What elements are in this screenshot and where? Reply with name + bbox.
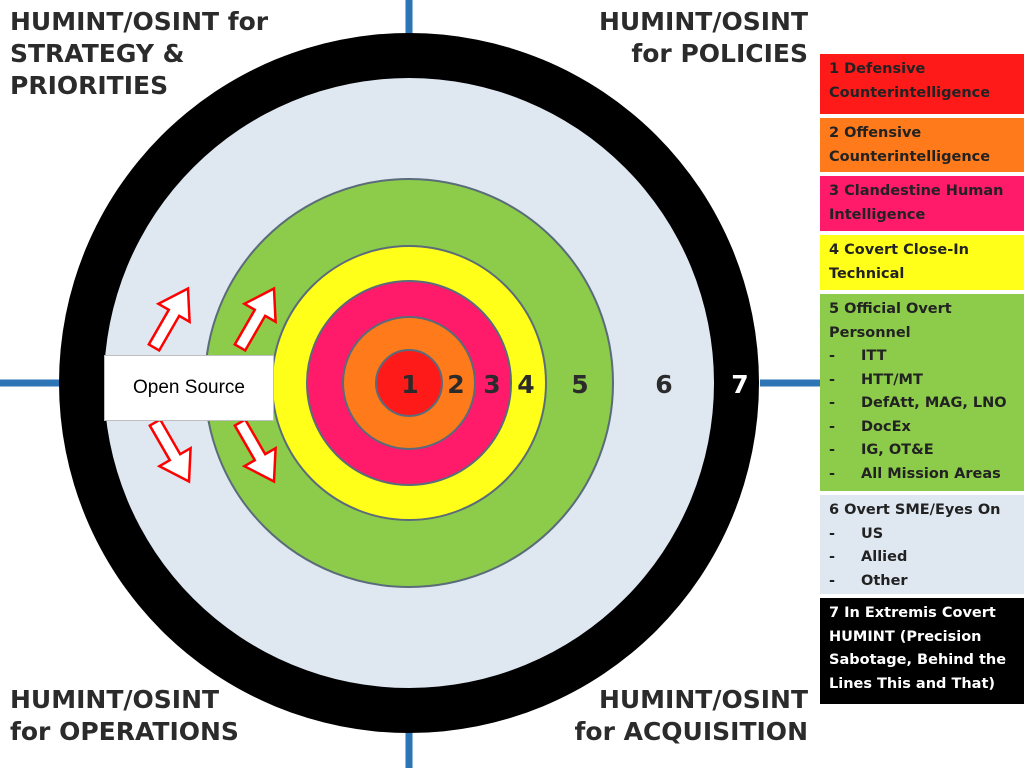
legend-subitem-label: Allied — [861, 549, 908, 565]
legend-item-title: 1 Defensive Counterintelligence — [829, 61, 991, 101]
legend-subitem-label: Other — [861, 572, 908, 589]
ring-number-5: 5 — [571, 370, 588, 399]
legend-item-7: 7 In Extremis Covert HUMINT (Precision S… — [820, 598, 1024, 704]
dash: - — [829, 442, 836, 458]
corner-label-operations: HUMINT/OSINT for OPERATIONS — [10, 685, 239, 746]
legend-subitem: - US — [829, 523, 1018, 547]
corner-label-strategy: HUMINT/OSINT for STRATEGY & PRIORITIES — [10, 7, 269, 100]
dash: - — [829, 395, 836, 411]
legend-item-title: 5 Official Overt Personnel — [829, 301, 952, 341]
legend-subitem: - Allied — [829, 546, 1018, 570]
ring-number-4: 4 — [517, 370, 534, 399]
dash: - — [829, 465, 836, 482]
dash: - — [829, 348, 836, 364]
legend-subitem: - ITT — [829, 345, 1018, 369]
legend-item-title: 2 Offensive Counterintelligence — [829, 125, 991, 165]
ring-number-2: 2 — [447, 370, 464, 399]
legend-subitem: - DefAtt, MAG, LNO — [829, 392, 1018, 416]
legend-item-4: 4 Covert Close-In Technical — [820, 235, 1024, 290]
ring-number-3: 3 — [483, 370, 500, 399]
legend-item-2: 2 Offensive Counterintelligence — [820, 118, 1024, 172]
legend-subitem-label: DefAtt, MAG, LNO — [861, 395, 1007, 411]
legend-subitem: - IG, OT&E — [829, 439, 1018, 463]
ring-number-6: 6 — [655, 370, 672, 399]
legend-item-title: 3 Clandestine Human Intelligence — [829, 183, 1004, 223]
legend-subitem: - DocEx — [829, 416, 1018, 440]
dash: - — [829, 418, 836, 435]
legend-subitem: - HTT/MT — [829, 369, 1018, 393]
legend-item-6: 6 Overt SME/Eyes On - US - Allied - Other — [820, 495, 1024, 594]
legend-item-3: 3 Clandestine Human Intelligence — [820, 176, 1024, 231]
legend-subitem: - All Mission Areas — [829, 463, 1018, 487]
open-source-label: Open Source — [104, 355, 274, 421]
dash: - — [829, 549, 836, 565]
legend-subitem-label: DocEx — [861, 418, 911, 435]
corner-label-acquisition: HUMINT/OSINT for ACQUISITION — [574, 685, 808, 746]
legend-item-title: 7 In Extremis Covert HUMINT (Precision S… — [829, 605, 1007, 692]
ring-number-1: 1 — [401, 370, 418, 399]
ring-number-7: 7 — [731, 370, 748, 399]
legend-item-title: 6 Overt SME/Eyes On — [829, 502, 1001, 518]
dash: - — [829, 572, 836, 589]
legend: 1 Defensive Counterintelligence 2 Offens… — [820, 54, 1024, 708]
legend-subitem-label: All Mission Areas — [861, 465, 1001, 482]
legend-subitem-label: IG, OT&E — [861, 442, 934, 458]
legend-item-1: 1 Defensive Counterintelligence — [820, 54, 1024, 114]
legend-item-5: 5 Official Overt Personnel -ITT -HTT/MT … — [820, 294, 1024, 491]
corner-label-policies: HUMINT/OSINT for POLICIES — [598, 7, 808, 68]
dash: - — [829, 371, 836, 388]
ring-1 — [375, 349, 443, 417]
legend-subitem-label: HTT/MT — [861, 371, 923, 388]
legend-item-title: 4 Covert Close-In Technical — [829, 242, 969, 282]
legend-subitem-label: ITT — [861, 348, 887, 364]
dash: - — [829, 525, 836, 542]
legend-subitem: - Other — [829, 570, 1018, 594]
legend-subitem-label: US — [861, 525, 884, 542]
